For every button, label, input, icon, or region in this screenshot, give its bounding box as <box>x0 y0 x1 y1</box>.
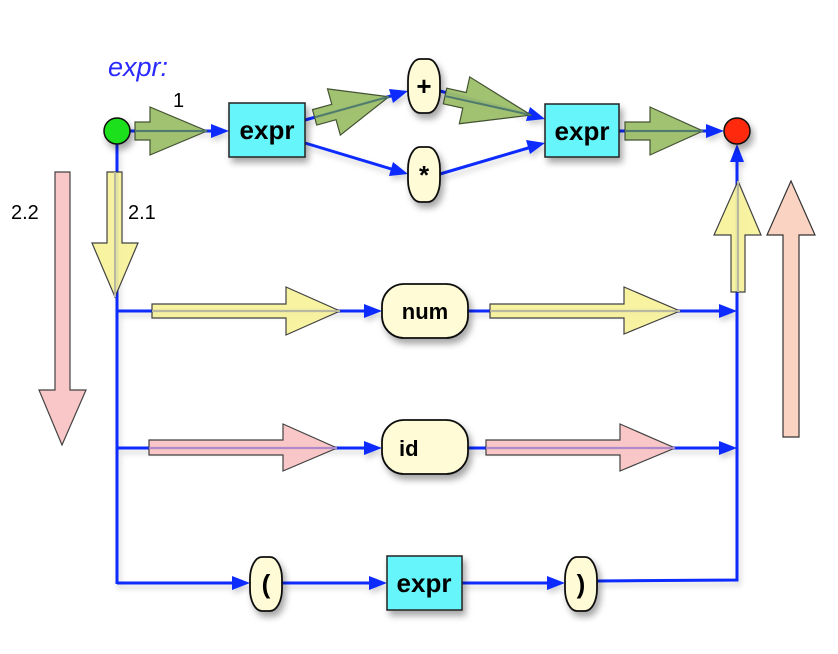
path-2-1-arrow-down <box>91 171 139 299</box>
wire-arrowhead <box>211 124 229 138</box>
terminal-lparen <box>249 556 283 612</box>
path-2-2-arrow-up <box>766 179 816 438</box>
path-label-1: 1 <box>173 90 184 112</box>
wire-arrowhead <box>364 304 382 318</box>
wire-arrowhead <box>369 576 387 590</box>
node-label: ) <box>577 569 586 599</box>
wire-arrowhead <box>730 144 744 162</box>
start-node <box>103 117 131 145</box>
wire-arrowhead <box>364 441 382 455</box>
nonterminal-expr-bottom <box>386 555 463 611</box>
terminal-id <box>381 419 469 475</box>
path-1-arrow-from-plus <box>442 75 533 125</box>
wire-arrowhead <box>389 162 408 176</box>
nonterminal-expr-top-right <box>544 103 620 158</box>
node-label: + <box>416 71 431 101</box>
path-2-1-arrow-up <box>713 179 762 293</box>
node-label: num <box>402 299 448 324</box>
path-2-2-arrow-to-id <box>148 423 339 472</box>
path-1-arrow-start <box>134 106 209 156</box>
wire-arrowhead <box>719 304 737 318</box>
wire-arrowhead <box>719 441 737 455</box>
rule-title: expr: <box>108 52 168 82</box>
path-1-arrows <box>134 75 705 156</box>
terminal-plus <box>407 58 441 114</box>
path-label-2-2: 2.2 <box>11 202 39 224</box>
terminal-rparen <box>564 556 598 612</box>
path-2-2-arrow-from-id <box>485 423 677 472</box>
wire-arrowhead <box>547 576 565 590</box>
node-label: expr <box>397 568 452 598</box>
wire-arrowhead <box>526 140 545 154</box>
path-2-2-arrows <box>38 171 816 472</box>
wire-arrowhead <box>706 124 724 138</box>
wire-expr-times <box>304 141 399 173</box>
node-label: * <box>419 160 430 190</box>
path-1-arrow-to-plus <box>311 88 391 137</box>
path-2-1-arrow-to-num <box>151 286 342 336</box>
node-label: id <box>399 436 419 461</box>
wire-times-expr <box>439 144 536 176</box>
path-1-arrow-end <box>624 106 705 156</box>
wire-right-trunk <box>596 156 739 583</box>
node-label: ( <box>262 569 271 599</box>
path-label-2-1: 2.1 <box>128 202 156 224</box>
path-2-1-arrow-from-num <box>489 286 682 335</box>
wire-arrowhead <box>526 107 545 121</box>
wire-arrowhead <box>389 89 408 103</box>
path-2-2-arrow-down <box>38 171 87 447</box>
terminal-times <box>407 146 441 203</box>
node-label: expr <box>555 116 610 146</box>
path-2-1-arrows <box>91 171 762 336</box>
wire-arrowhead <box>232 576 250 590</box>
node-label: expr <box>240 115 295 145</box>
nonterminal-expr-top-left <box>228 102 306 158</box>
end-node <box>723 117 751 145</box>
terminal-num <box>381 283 469 339</box>
